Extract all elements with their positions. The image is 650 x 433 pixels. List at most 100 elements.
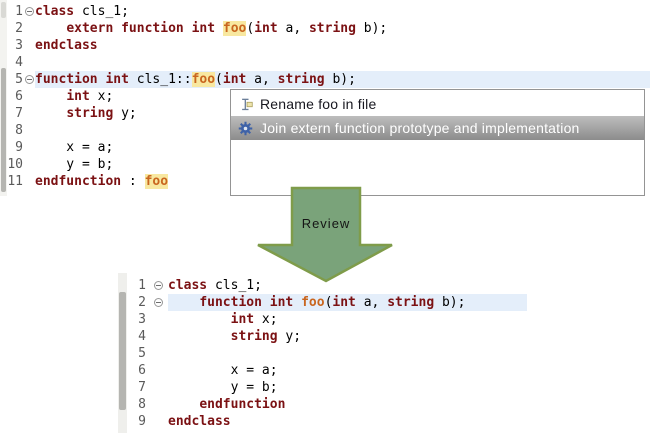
keyword-token: int: [269, 295, 294, 310]
code-text[interactable]: endclass: [35, 37, 650, 54]
code-line[interactable]: 9 x = a;: [7, 139, 650, 156]
annotation-ruler: [0, 0, 7, 196]
keyword-token: string: [387, 295, 435, 310]
plain-token: cls_1;: [74, 4, 129, 19]
code-line[interactable]: 10 y = b;: [7, 156, 650, 173]
keyword-token: class: [35, 4, 75, 19]
plain-token: [168, 295, 199, 310]
code-text[interactable]: class cls_1;: [168, 277, 527, 294]
keyword-token: endclass: [168, 414, 231, 429]
code-text[interactable]: string y;: [168, 328, 527, 345]
code-line[interactable]: 5: [127, 345, 527, 362]
plain-token: y = b;: [35, 157, 114, 172]
code-text[interactable]: endfunction: [168, 396, 527, 413]
keyword-token: function: [35, 72, 98, 87]
function-name-token: foo: [191, 72, 216, 87]
code-line[interactable]: 3 int x;: [127, 311, 527, 328]
keyword-token: extern: [66, 21, 114, 36]
plain-token: [293, 295, 301, 310]
plain-token: a,: [246, 72, 278, 87]
function-name-token: foo: [301, 295, 325, 310]
line-number: 9: [138, 414, 146, 429]
code-text[interactable]: extern function int foo(int a, string b)…: [35, 20, 650, 37]
plain-token: x = a;: [35, 140, 114, 155]
keyword-token: endfunction: [35, 174, 122, 189]
code-text[interactable]: string y;: [35, 105, 650, 122]
line-number: 9: [15, 140, 23, 155]
fold-column: [148, 281, 168, 290]
code-text[interactable]: y = b;: [168, 379, 527, 396]
fold-column: [23, 7, 35, 16]
code-text[interactable]: [168, 345, 527, 362]
plain-token: [168, 397, 199, 412]
review-arrow-label: Review: [301, 216, 351, 231]
code-line[interactable]: 6 int x;: [7, 88, 650, 105]
keyword-token: int: [254, 21, 278, 36]
keyword-token: endfunction: [199, 397, 286, 412]
plain-token: b);: [324, 72, 356, 87]
fold-collapse-icon[interactable]: [24, 75, 34, 84]
code-line[interactable]: 8 endfunction: [127, 396, 527, 413]
line-number: 8: [15, 123, 23, 138]
code-text[interactable]: int x;: [168, 311, 527, 328]
line-number: 6: [138, 363, 146, 378]
plain-token: [168, 312, 231, 327]
code-line[interactable]: 7 string y;: [7, 105, 650, 122]
arrow-shape: [257, 186, 393, 283]
keyword-token: function: [199, 295, 262, 310]
code-line[interactable]: 6 x = a;: [127, 362, 527, 379]
menu-item[interactable]: Rename foo in file: [231, 92, 644, 116]
code-line[interactable]: 4: [7, 54, 650, 71]
plain-token: [35, 106, 66, 121]
code-line[interactable]: 2 extern function int foo(int a, string …: [7, 20, 650, 37]
plain-token: a,: [277, 21, 309, 36]
fold-collapse-icon[interactable]: [153, 298, 163, 307]
keyword-token: string: [230, 329, 278, 344]
code-line[interactable]: 9 endclass: [127, 413, 527, 430]
code-text[interactable]: function int foo(int a, string b);: [168, 294, 527, 311]
code-line[interactable]: 11 endfunction : foo: [7, 173, 650, 190]
code-text[interactable]: x = a;: [35, 139, 650, 156]
plain-token: [184, 21, 192, 36]
function-name-token: foo: [144, 174, 169, 189]
code-text[interactable]: endfunction : foo: [35, 173, 650, 190]
code-line[interactable]: 5 function int cls_1::foo(int a, string b…: [7, 71, 650, 88]
code-text[interactable]: int x;: [35, 88, 650, 105]
code-text[interactable]: function int cls_1::foo(int a, string b)…: [35, 71, 650, 88]
keyword-token: int: [191, 21, 216, 36]
plain-token: [215, 21, 223, 36]
fold-collapse-icon[interactable]: [153, 281, 163, 290]
plain-token: (: [215, 72, 223, 87]
code-text[interactable]: endclass: [168, 413, 527, 430]
gear-icon: [238, 121, 253, 136]
fold-column: [23, 75, 35, 84]
plain-token: y;: [277, 329, 302, 344]
fold-collapse-icon[interactable]: [24, 7, 34, 16]
code-line[interactable]: 4 string y;: [127, 328, 527, 345]
plain-token: b);: [355, 21, 388, 36]
plain-token: [168, 329, 231, 344]
code-text[interactable]: y = b;: [35, 156, 650, 173]
line-number: 11: [7, 174, 23, 189]
plain-token: a,: [355, 295, 388, 310]
plain-token: :: [121, 174, 145, 189]
line-number: 5: [15, 72, 23, 87]
line-number: 10: [7, 157, 23, 172]
keyword-token: int: [66, 89, 90, 104]
code-line[interactable]: 7 y = b;: [127, 379, 527, 396]
plain-token: x;: [89, 89, 114, 104]
keyword-token: string: [277, 72, 325, 87]
code-text[interactable]: x = a;: [168, 362, 527, 379]
keyword-token: string: [308, 21, 356, 36]
code-line[interactable]: 8: [7, 122, 650, 139]
menu-item[interactable]: Join extern function prototype and imple…: [231, 116, 644, 140]
code-text[interactable]: class cls_1;: [35, 3, 650, 20]
code-text[interactable]: [35, 54, 650, 71]
code-line[interactable]: 2 function int foo(int a, string b);: [127, 294, 527, 311]
